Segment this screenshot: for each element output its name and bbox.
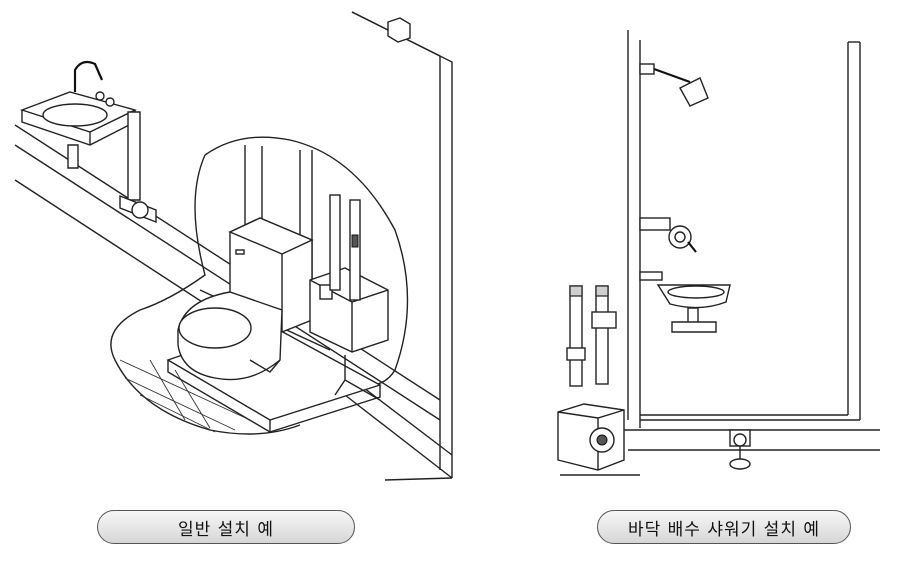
shower-installation-drawing [557, 30, 880, 476]
caption-shower-installation: 바닥 배수 샤워기 설치 예 [597, 510, 851, 544]
faucet-icon [639, 217, 697, 253]
shower-installation-illustration [540, 0, 900, 500]
floor-drain-icon [729, 429, 751, 470]
zoom-circle-top [204, 136, 409, 387]
caption-general-installation: 일반 설치 예 [97, 510, 355, 544]
wall-bracket [387, 17, 411, 43]
pump-unit-icon [557, 285, 625, 471]
zoom-circle-bottom [110, 154, 301, 435]
wall-right-edge [351, 11, 453, 478]
toilet-icon [177, 217, 314, 381]
washbasin-icon [19, 60, 157, 224]
general-installation-drawing [14, 11, 453, 481]
caption-text: 바닥 배수 샤워기 설치 예 [627, 519, 820, 540]
pump-unit-icon [309, 194, 389, 353]
general-installation-illustration [0, 0, 470, 500]
caption-text: 일반 설치 예 [177, 519, 274, 540]
shower-head-icon [639, 63, 709, 107]
washbasin-icon [639, 271, 731, 333]
